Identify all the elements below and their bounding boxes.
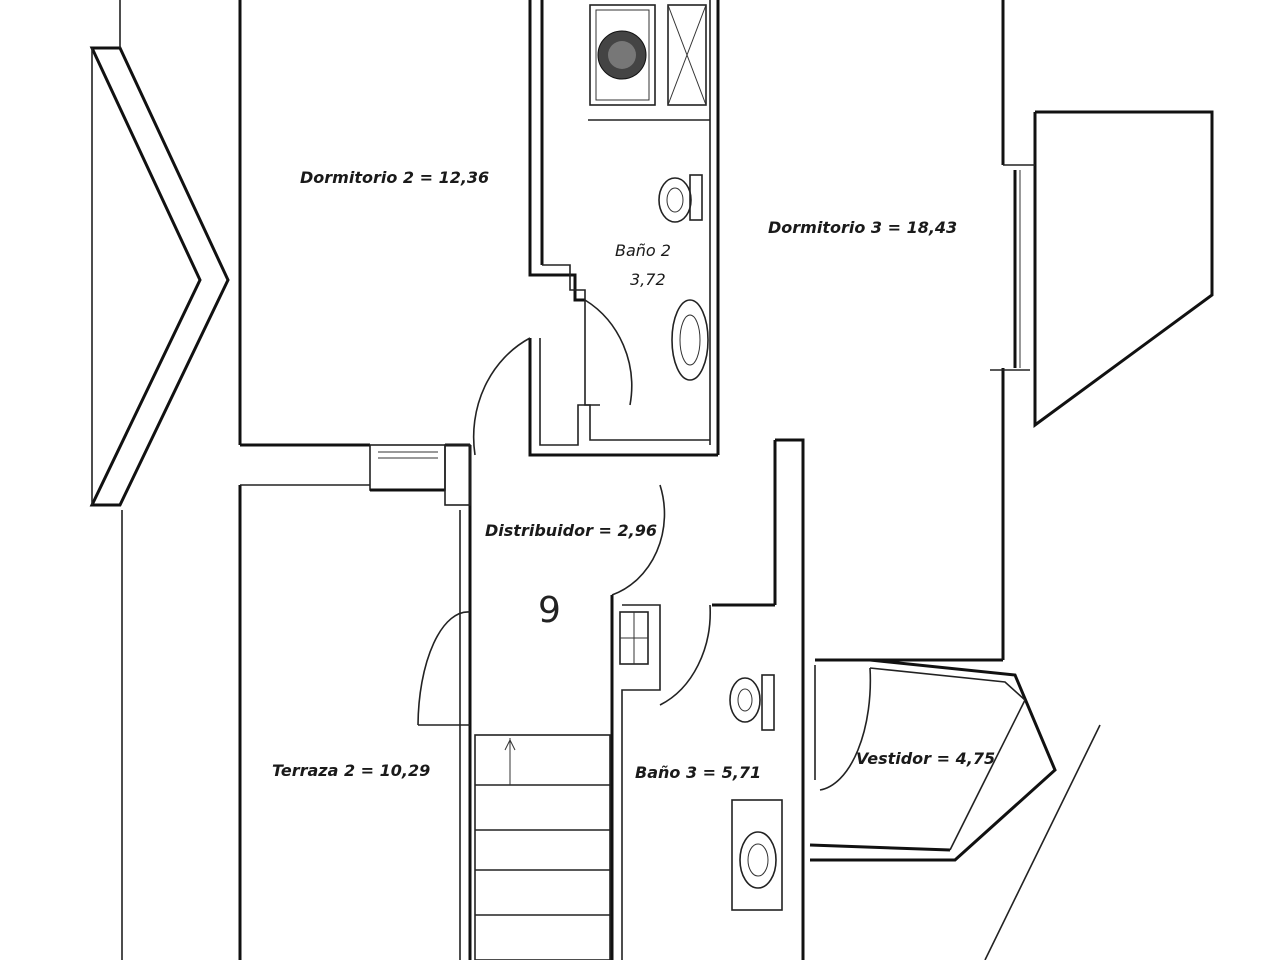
label-terraza-2: Terraza 2 = 10,29 [272, 761, 430, 780]
label-bano-3: Baño 3 = 5,71 [635, 763, 761, 782]
label-bano-2: Baño 2 [615, 241, 671, 260]
bath2-fixtures [588, 4, 710, 381]
doors [417, 299, 872, 791]
walls [238, 0, 1057, 960]
bath3-fixtures [619, 611, 783, 911]
label-dormitorio-2: Dormitorio 2 = 12,36 [300, 168, 489, 187]
label-distribuidor: Distribuidor = 2,96 [485, 521, 657, 540]
marker-number: 9 [538, 590, 561, 631]
roof-outline-left [89, 0, 230, 960]
label-vestidor: Vestidor = 4,75 [856, 749, 995, 768]
label-bano-2-area: 3,72 [630, 270, 666, 289]
label-dormitorio-3: Dormitorio 3 = 18,43 [768, 218, 957, 237]
staircase [474, 734, 611, 960]
roof-outline-right [984, 110, 1214, 960]
